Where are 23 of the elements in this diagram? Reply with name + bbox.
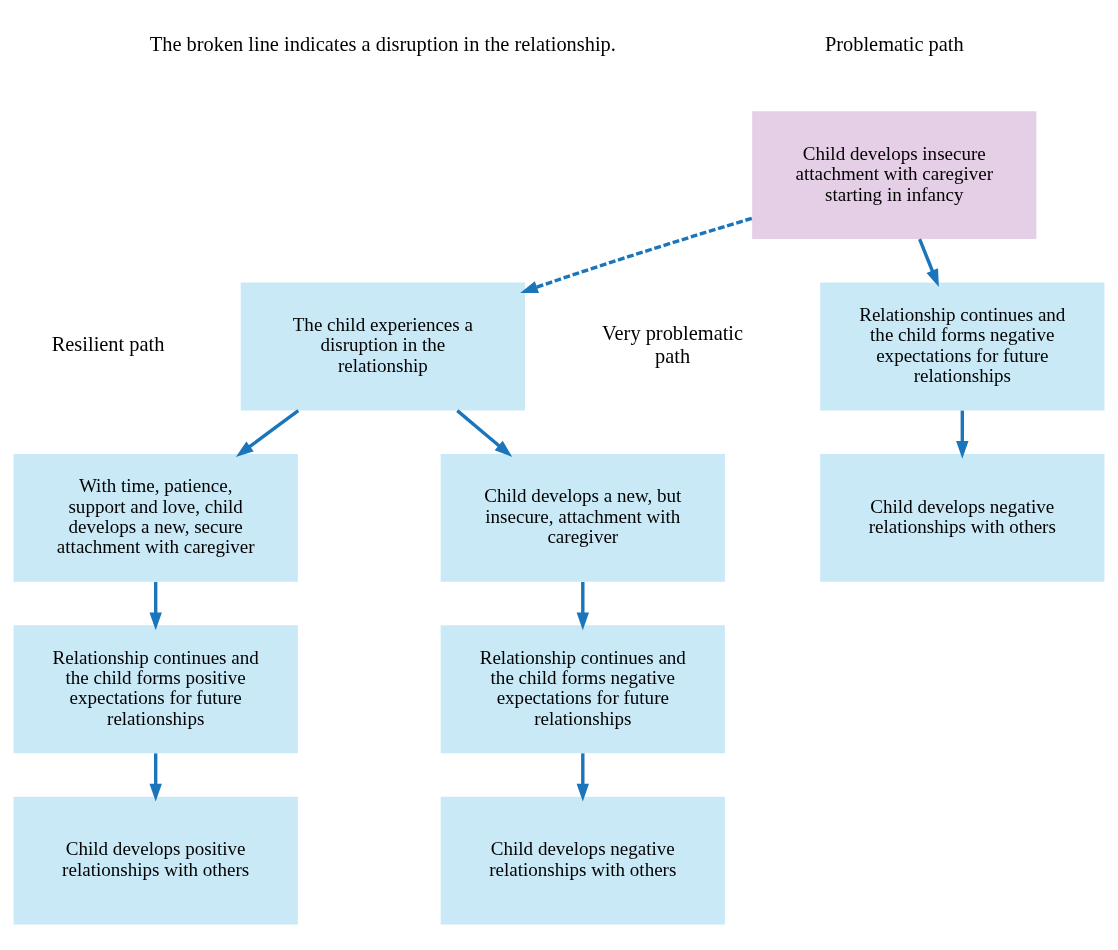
arrow <box>576 753 589 802</box>
arrow <box>956 410 969 459</box>
arrow <box>576 582 589 631</box>
arrow <box>456 409 513 457</box>
node-box: Relationship continues and the child forms positive expectations for future relationships <box>13 625 298 754</box>
arrow <box>918 238 939 287</box>
arrow <box>149 753 162 802</box>
node-box: Child develops negative relationships with others <box>820 453 1105 582</box>
label: Problematic path <box>824 33 964 56</box>
arrow <box>149 582 162 631</box>
node-box: Relationship continues and the child forms negative expectations for future relationships <box>820 282 1105 411</box>
node-box: Child develops insecure attachment with caregiver starting in infancy <box>752 111 1037 239</box>
label: The broken line indicates a disruption in the relationship. <box>149 33 616 56</box>
label: Resilient path <box>51 333 165 356</box>
node-box: The child experiences a disruption in the relationship <box>240 282 525 411</box>
arrow <box>235 409 300 457</box>
node-box: Child develops negative relationships with others <box>440 796 725 925</box>
arrow <box>520 216 753 293</box>
node-box: With time, patience, support and love, child develops a new, secure attachment with caregiver <box>13 453 298 582</box>
node-box: Child develops a new, but insecure, attachment with caregiver <box>440 453 725 582</box>
node-box: Relationship continues and the child forms negative expectations for future relationships <box>440 625 725 754</box>
label: Very problematic path <box>602 321 744 367</box>
node-box: Child develops positive relationships with others <box>13 796 298 925</box>
